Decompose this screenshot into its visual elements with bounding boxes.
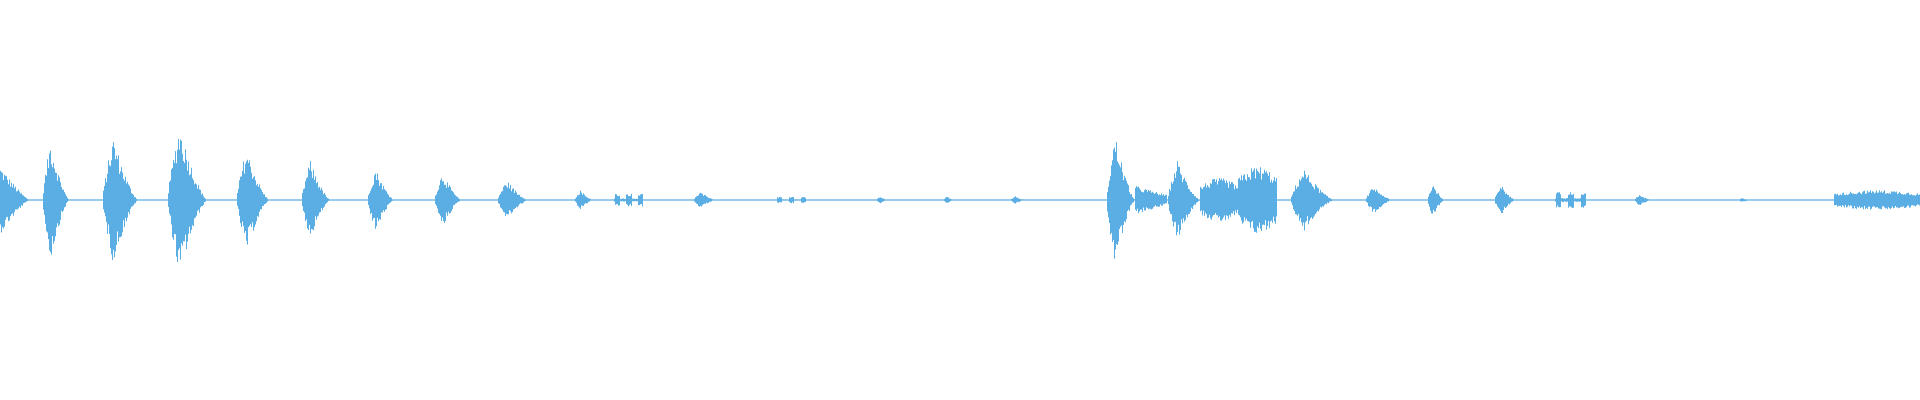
waveform-signal [0,139,1920,262]
